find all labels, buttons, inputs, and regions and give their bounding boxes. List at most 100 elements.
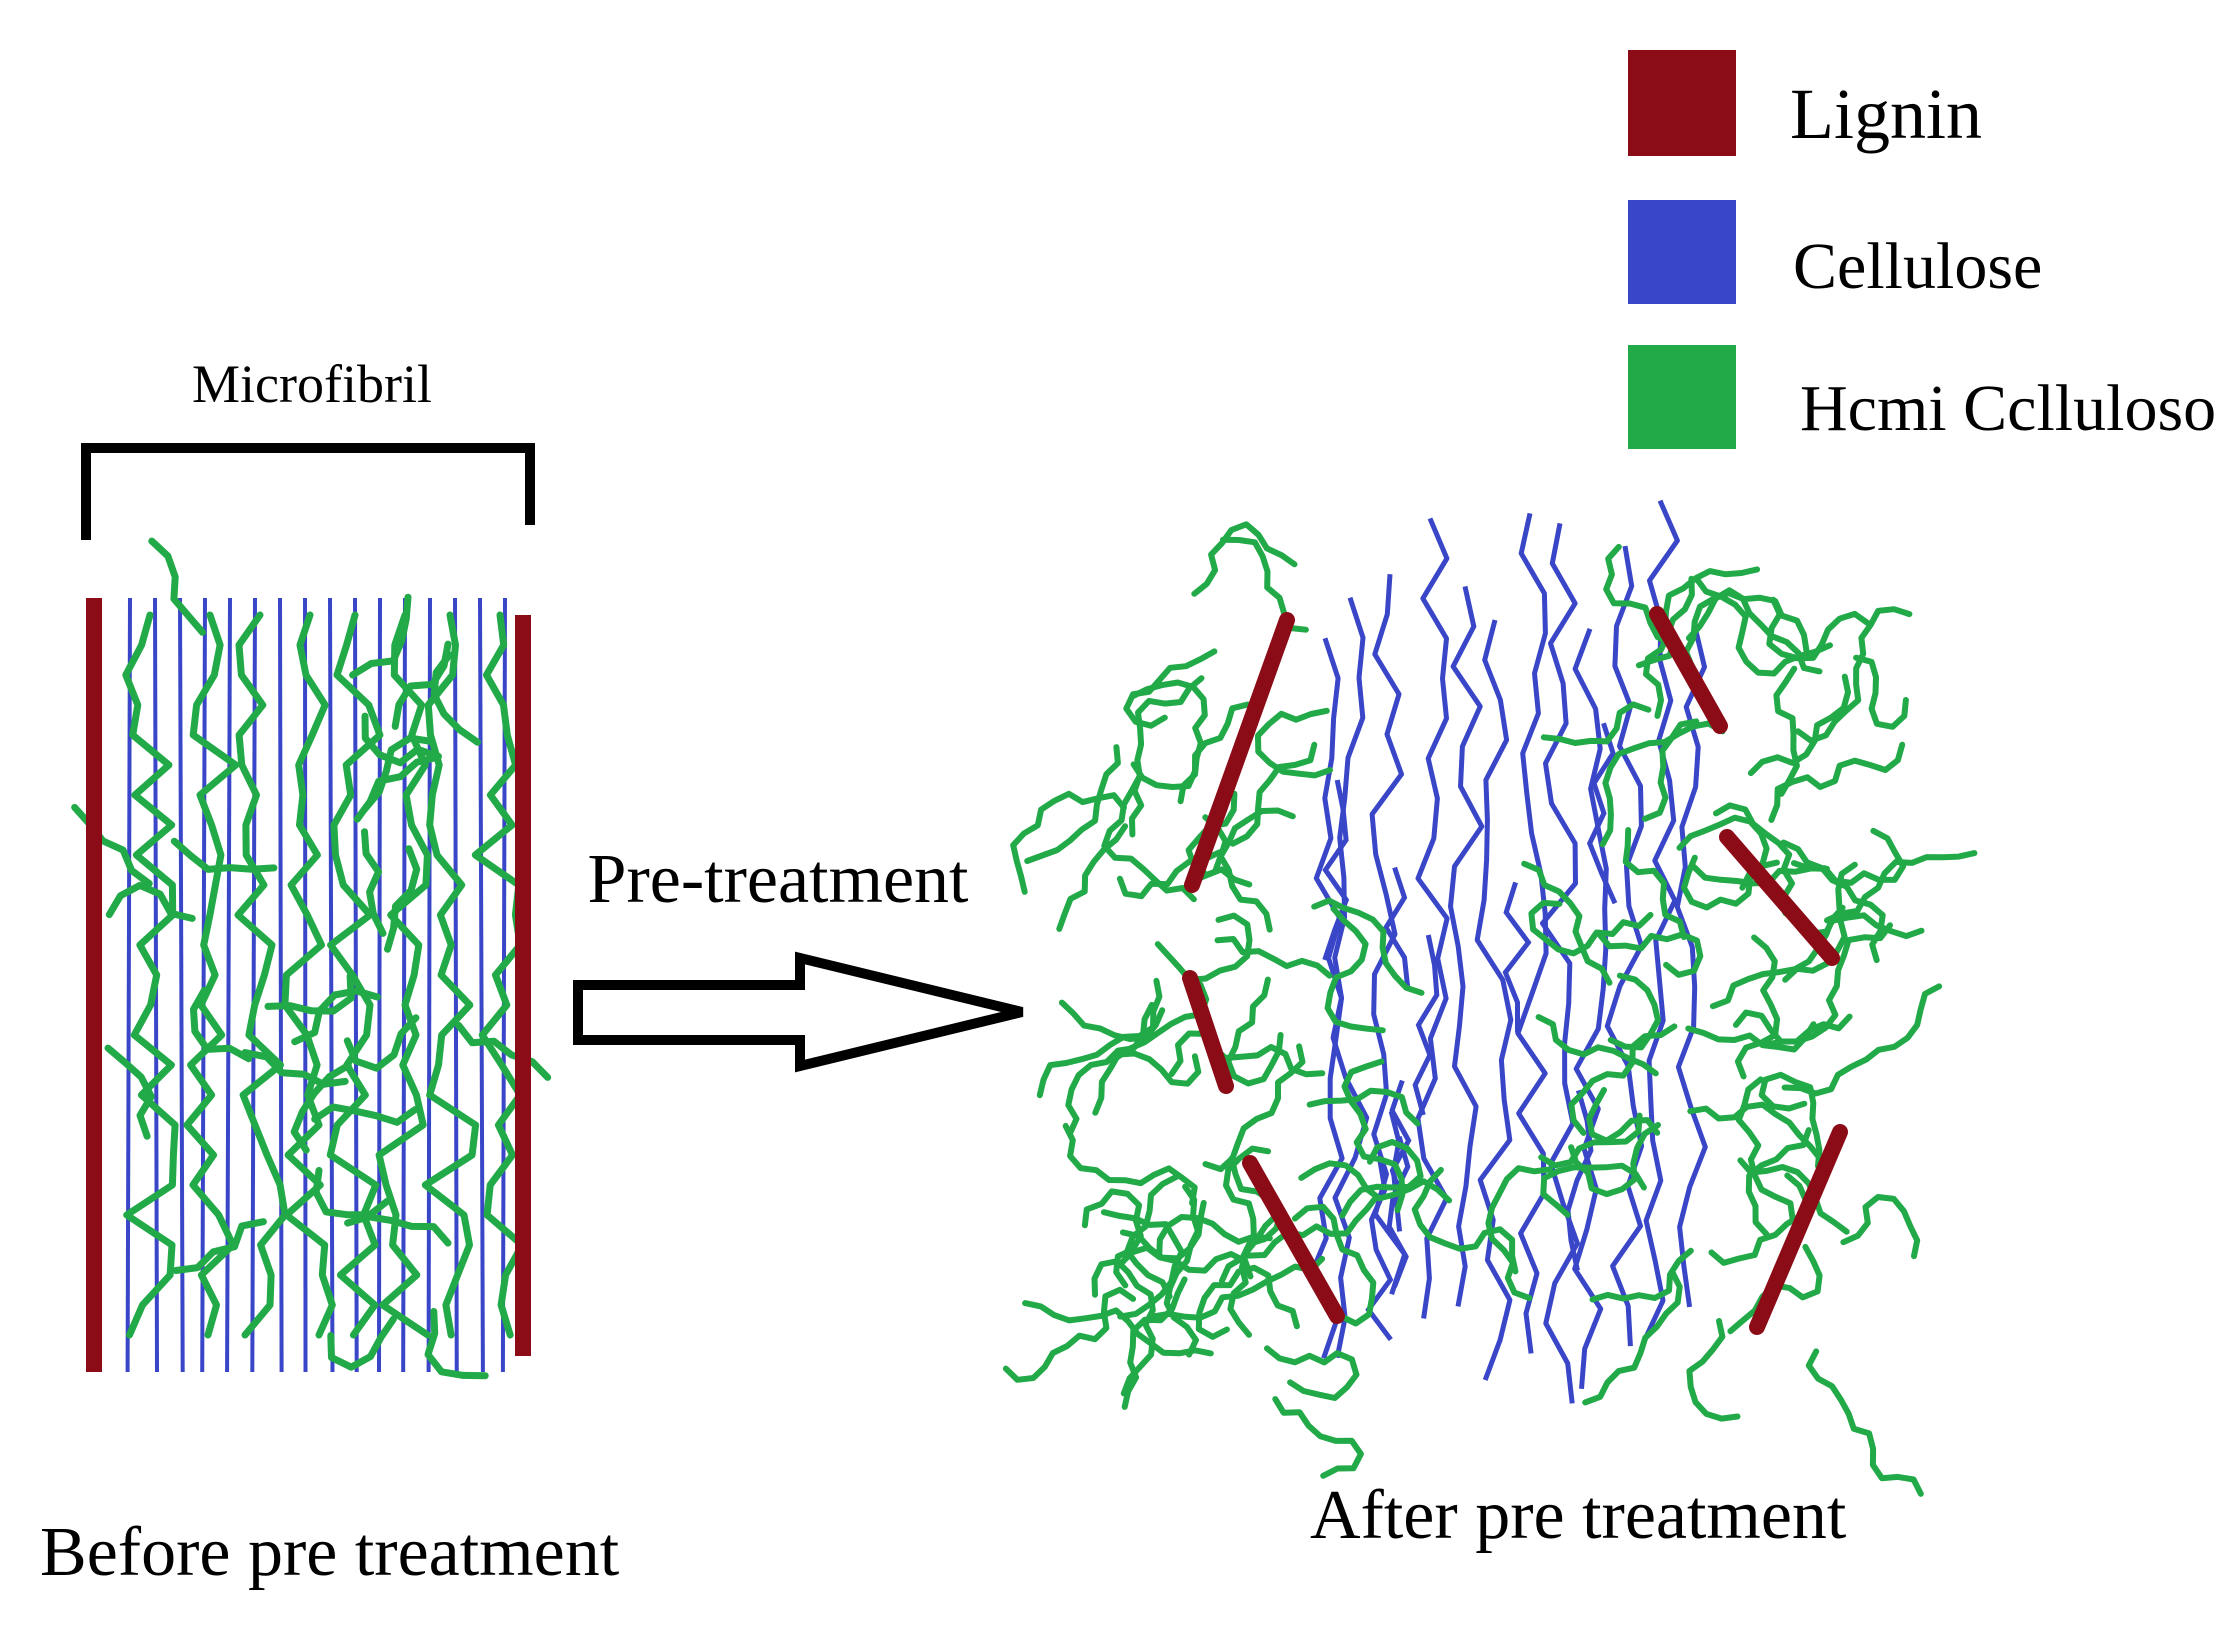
hemicellulose-tangle	[1121, 1276, 1188, 1410]
cellulose-fragment	[1412, 934, 1440, 1116]
hemicellulose-tangle	[1747, 673, 1851, 777]
hemicellulose-tangle	[1727, 1243, 1823, 1335]
hemicellulose-tangle	[1002, 1286, 1137, 1383]
hemicellulose-crosslink	[384, 845, 421, 953]
after-structure	[1002, 499, 1978, 1497]
hemicellulose-tangle	[1795, 606, 1913, 744]
hemicellulose-tangle	[1229, 741, 1318, 847]
hemicellulose-tangle	[1708, 1172, 1809, 1266]
hemicellulose-tangle	[1129, 675, 1205, 838]
cellulose-fragment	[1586, 722, 1618, 905]
hemicellulose-crosslink	[105, 881, 196, 922]
hemicellulose-crosslink	[361, 828, 387, 937]
hemicellulose-tangle	[1101, 773, 1197, 903]
hemicellulose-tangle	[1062, 1122, 1198, 1207]
cellulose-strand	[200, 597, 207, 1373]
hemicellulose-tangle	[1264, 1345, 1360, 1401]
cellulose-strand	[225, 597, 232, 1373]
hemicellulose-crosslink	[349, 593, 412, 679]
cellulose-strand	[178, 597, 185, 1373]
hemicellulose-tangle	[1202, 814, 1273, 933]
microfibril-bracket: Microfibril	[81, 354, 535, 540]
hemicellulose-tangle	[1298, 1160, 1453, 1204]
hemicellulose-tangle	[1130, 701, 1251, 790]
hemicellulose-strand	[183, 611, 240, 1339]
cellulose-strand	[250, 597, 257, 1373]
cellulose-fragment	[1502, 881, 1532, 1033]
hemicellulose-tangle	[1824, 850, 1978, 924]
after-caption: After pre treatment	[1310, 1477, 1847, 1554]
hemicellulose-tangle	[1185, 807, 1296, 893]
legend-swatch-cellulose	[1628, 200, 1736, 304]
after-cellulose-strands	[1307, 499, 1708, 1404]
hemicellulose-tangle	[1603, 543, 1675, 648]
hemicellulose-tangle	[1223, 1145, 1272, 1253]
hemicellulose-tangle	[1311, 897, 1425, 996]
hemicellulose-tangle	[1154, 912, 1253, 983]
hemicellulose-tangle	[1766, 596, 1871, 662]
hemicellulose-tangle	[1589, 1247, 1694, 1303]
hemicellulose-crosslink	[327, 1315, 397, 1371]
hemicellulose-tangle	[1225, 976, 1284, 1087]
cellulose-strand	[303, 597, 308, 1373]
pretreatment-arrow: Pre-treatment	[573, 841, 1024, 1073]
hemicellulose-tangle	[1227, 1211, 1280, 1338]
legend-swatch-hemicellulose	[1628, 345, 1736, 449]
cellulose-strand	[1448, 585, 1485, 1307]
bracket-shape	[81, 443, 535, 540]
cellulose-strand	[1515, 512, 1549, 1354]
hemicellulose-crosslink	[71, 803, 153, 888]
hemicellulose-strand	[122, 611, 179, 1339]
hemicellulose-crosslink	[361, 734, 436, 813]
hemicellulose-tangle	[1568, 1122, 1661, 1198]
hemicellulose-tangle	[1768, 741, 1906, 823]
hemicellulose-tangle	[1773, 665, 1800, 797]
lignin-fragment	[1182, 970, 1234, 1094]
hemicellulose-tangle	[1734, 934, 1781, 1080]
cellulose-strand	[376, 597, 382, 1373]
before-fibre-bundle	[71, 537, 552, 1380]
hemicellulose-tangle	[1124, 1173, 1180, 1300]
hemicellulose-tangle	[1195, 1264, 1300, 1340]
hemicellulose-crosslink	[344, 1213, 452, 1247]
hemicellulose-tangle	[1521, 860, 1613, 986]
cellulose-strand	[401, 597, 407, 1373]
hemicellulose-crosslink	[104, 1044, 155, 1140]
legend-swatch-lignin	[1628, 50, 1736, 156]
microfibril-label: Microfibril	[192, 354, 432, 414]
legend-label-hemicellulose: Hcmi Cclluloso	[1800, 372, 2216, 445]
hemicellulose-tangle	[1781, 983, 1943, 1097]
hemicellulose-tangle	[1735, 1076, 1796, 1223]
pretreatment-label: Pre-treatment	[588, 841, 969, 918]
before-lignin-walls	[86, 598, 531, 1372]
hemicellulose-crosslink	[424, 1308, 489, 1380]
cellulose-strand	[125, 597, 132, 1373]
hemicellulose-tangle	[1022, 1300, 1214, 1357]
hemicellulose-tangle	[1306, 1087, 1421, 1127]
before-caption: Before pre treatment	[40, 1514, 620, 1591]
hemicellulose-crosslink	[343, 1014, 420, 1072]
hemicellulose-tangle	[1805, 1348, 1924, 1497]
hemicellulose-crosslink	[148, 537, 206, 636]
lignin-fragment	[1749, 1124, 1848, 1335]
hemicellulose-crosslink	[241, 1049, 349, 1088]
hemicellulose-tangle	[1685, 587, 1823, 675]
hemicellulose-tangle	[1853, 654, 1909, 730]
hemicellulose-tangle	[1538, 1112, 1643, 1169]
hemicellulose-crosslink	[170, 837, 278, 873]
legend-label-cellulose: Cellulose	[1793, 230, 2042, 303]
hemicellulose-tangle	[1685, 1021, 1817, 1053]
hemicellulose-tangle	[1411, 1166, 1519, 1275]
hemicellulose-tangle	[1168, 1030, 1326, 1078]
hemicellulose-tangle	[1156, 1214, 1273, 1259]
hemicellulose-crosslink	[430, 651, 482, 746]
hemicellulose-tangle	[1339, 1139, 1424, 1219]
hemicellulose-tangle	[1683, 590, 1810, 670]
cellulose-strand	[1540, 522, 1580, 1404]
hemicellulose-tangle	[1024, 744, 1121, 864]
hemicellulose-tangle	[1245, 1193, 1380, 1259]
hemicellulose-tangle	[1737, 1157, 1850, 1235]
hemicellulose-crosslink	[311, 1103, 419, 1126]
cellulose-strand	[328, 597, 335, 1373]
